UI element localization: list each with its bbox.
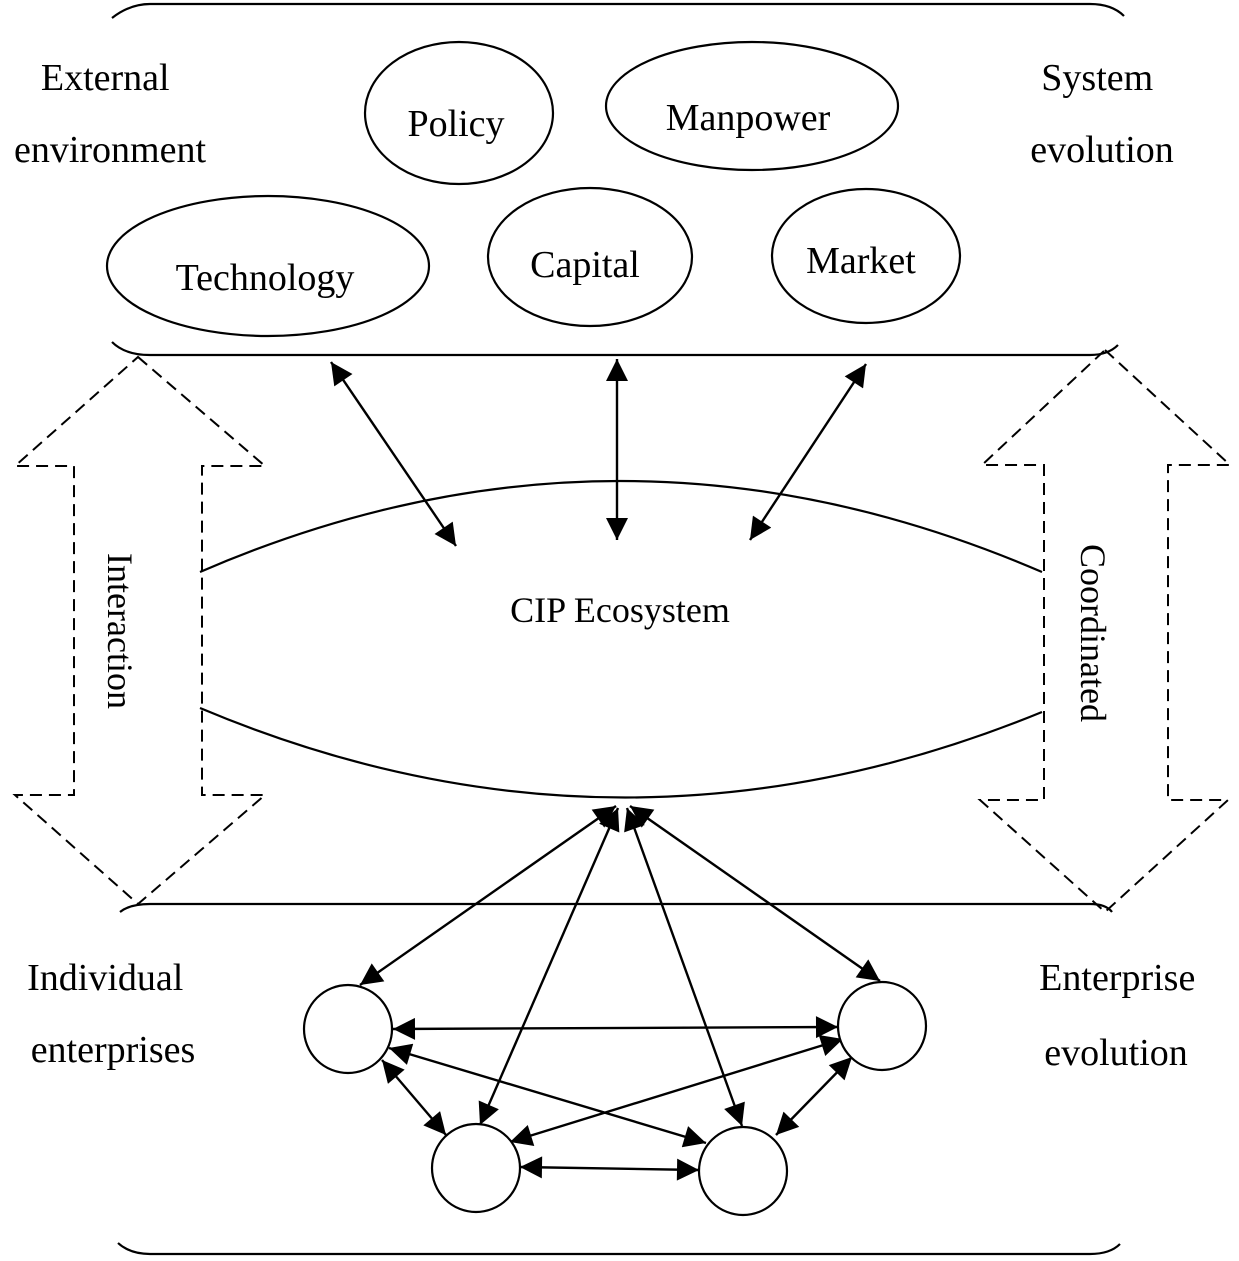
policy-label: Policy [407, 103, 504, 145]
individual-enterprises-label: Individual enterprises [27, 957, 195, 1071]
manpower-label: Manpower [666, 97, 831, 139]
arrow-env-market [748, 363, 868, 541]
cip-ecosystem-label: CIP Ecosystem [510, 590, 730, 630]
external-environment-label: External environment [14, 57, 207, 171]
enterprise-node-top-right [836, 980, 928, 1072]
arrow-env-technology [330, 361, 457, 547]
policy-ellipse [363, 40, 555, 186]
arrow-eco-node-bl [478, 807, 620, 1126]
arrow-node-tl-bl [381, 1059, 447, 1136]
arrow-node-bl-br [519, 1156, 700, 1181]
arrow-node-tl-tr [392, 1016, 839, 1040]
lower-divider [119, 902, 1113, 913]
interaction-dashed-arrow [12, 355, 268, 906]
enterprise-node-bottom-right [697, 1125, 789, 1217]
top-bracket [111, 2, 1125, 19]
system-evolution-label: System evolution [1030, 57, 1174, 171]
enterprise-node-bottom-left [430, 1122, 522, 1214]
arrow-node-tr-bl [509, 1034, 844, 1147]
cip-ecosystem-shape [199, 479, 1043, 574]
arrow-node-tr-br [775, 1056, 853, 1136]
cip-ecosystem-lower-arc [199, 706, 1043, 799]
coordinated-label: Coordinated [1073, 544, 1113, 722]
market-label: Market [806, 240, 916, 282]
capital-label: Capital [530, 244, 640, 286]
market-ellipse [770, 187, 962, 325]
capital-ellipse [486, 186, 694, 328]
upper-divider [111, 341, 1119, 357]
enterprise-node-top-left [302, 983, 394, 1075]
technology-ellipse [105, 194, 431, 338]
manpower-ellipse [604, 40, 900, 172]
interaction-label: Interaction [100, 553, 140, 709]
technology-label: Technology [176, 257, 355, 299]
coordinated-dashed-arrow [977, 348, 1233, 914]
arrow-eco-node-tl [359, 805, 617, 986]
enterprise-evolution-label: Enterprise evolution [1039, 957, 1205, 1074]
arrow-eco-node-tr [629, 805, 881, 982]
arrow-eco-node-br [624, 807, 745, 1127]
bottom-bracket [117, 1242, 1121, 1256]
